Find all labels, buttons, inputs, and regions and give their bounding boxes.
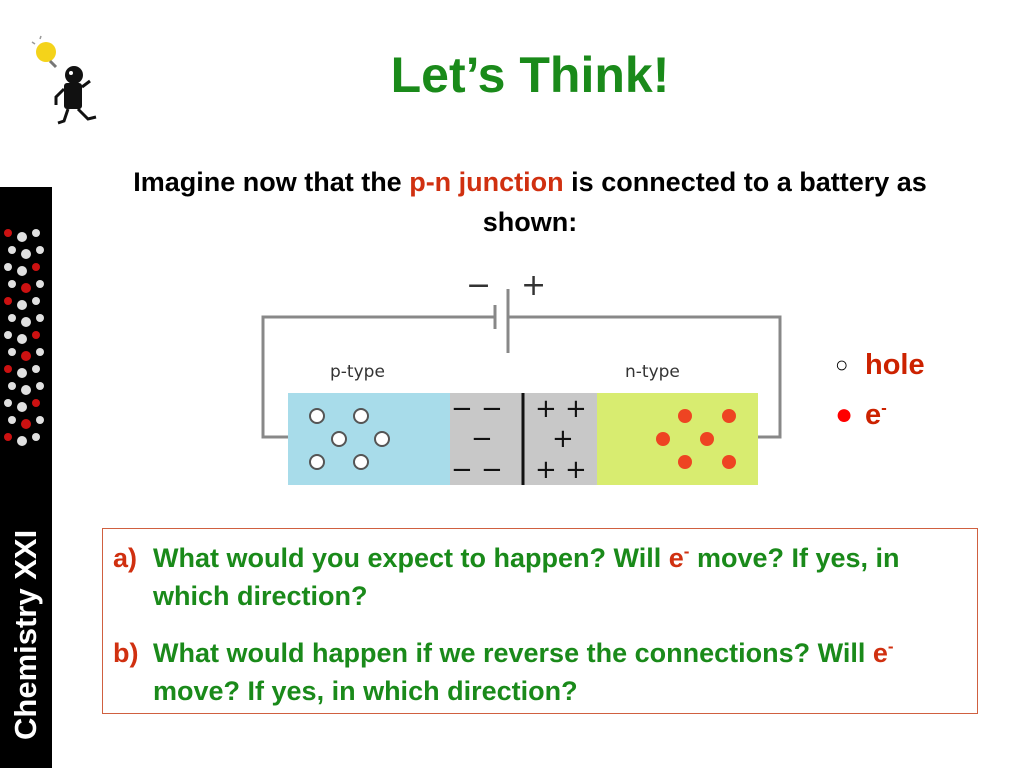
molecule-atom xyxy=(17,368,27,378)
molecule-atom xyxy=(4,229,12,237)
molecule-atom xyxy=(36,280,44,288)
molecule-atom xyxy=(17,402,27,412)
intro-text: Imagine now that the p-n junction is con… xyxy=(100,162,960,242)
molecule-atom xyxy=(21,385,31,395)
molecule-atom xyxy=(32,229,40,237)
electron-marker xyxy=(656,432,670,446)
molecule-atom xyxy=(21,249,31,259)
molecule-atom xyxy=(4,399,12,407)
molecule-atom xyxy=(8,280,16,288)
intro-highlight: p-n junction xyxy=(409,167,564,197)
molecule-atom xyxy=(8,416,16,424)
molecule-atom xyxy=(17,232,27,242)
battery-minus-sign: − xyxy=(466,268,491,303)
electron-legend-icon: ● xyxy=(835,398,854,431)
hole-marker xyxy=(374,431,390,447)
molecule-atom xyxy=(17,266,27,276)
molecule-atom xyxy=(4,331,12,339)
battery-plus-sign: + xyxy=(521,268,546,303)
molecule-atom xyxy=(36,416,44,424)
p-type-label: p-type xyxy=(330,362,385,382)
molecule-atom xyxy=(36,246,44,254)
pn-junction-diagram: − + p-type n-type − − − − − + + + + + xyxy=(261,268,782,485)
question-b: b) What would happen if we reverse the co… xyxy=(113,634,953,710)
question-b-text: What would happen if we reverse the conn… xyxy=(153,637,894,706)
legend: ○ hole ● e- xyxy=(835,340,925,440)
electron-legend-label: e- xyxy=(865,397,887,431)
hole-marker xyxy=(309,408,325,424)
molecule-atom xyxy=(8,246,16,254)
depletion-positive-row-3: + + xyxy=(535,455,587,485)
electron-marker xyxy=(722,455,736,469)
depletion-negative-row-1: − − xyxy=(451,394,503,424)
molecule-atom xyxy=(32,331,40,339)
molecule-atom xyxy=(36,348,44,356)
molecule-atom xyxy=(36,314,44,322)
question-b-label: b) xyxy=(113,638,139,668)
molecule-atom xyxy=(8,382,16,390)
molecule-atom xyxy=(8,314,16,322)
question-a: a) What would you expect to happen? Will … xyxy=(113,539,953,615)
molecule-atom xyxy=(4,433,12,441)
electron-marker xyxy=(678,409,692,423)
molecule-atom xyxy=(21,419,31,429)
molecule-atom xyxy=(32,297,40,305)
molecule-atom xyxy=(36,382,44,390)
molecule-atom xyxy=(21,317,31,327)
molecule-atom xyxy=(4,297,12,305)
hole-marker xyxy=(309,454,325,470)
n-type-label: n-type xyxy=(625,362,680,382)
molecule-atom xyxy=(17,334,27,344)
legend-electron: ● e- xyxy=(835,390,925,440)
molecule-atom xyxy=(32,433,40,441)
hole-marker xyxy=(331,431,347,447)
legend-hole: ○ hole xyxy=(835,340,925,390)
questions-box: a) What would you expect to happen? Will … xyxy=(102,528,978,714)
n-region xyxy=(597,393,758,485)
molecule-atom xyxy=(4,263,12,271)
question-a-text: What would you expect to happen? Will e-… xyxy=(153,542,900,611)
intro-part-2: is connected to a battery as shown: xyxy=(482,167,927,237)
molecule-graphic xyxy=(4,229,44,446)
hole-marker xyxy=(353,454,369,470)
thinking-figure-icon xyxy=(31,35,97,125)
depletion-negative-row-3: − − xyxy=(451,455,503,485)
circuit-wire-left xyxy=(261,315,495,439)
hole-legend-icon: ○ xyxy=(835,352,849,377)
hole-marker xyxy=(353,408,369,424)
molecule-atom xyxy=(21,283,31,293)
circuit-wire-right xyxy=(508,315,782,439)
hole-legend-label: hole xyxy=(865,348,925,381)
depletion-positive-row-2: + xyxy=(552,424,574,454)
molecule-atom xyxy=(21,351,31,361)
molecule-atom xyxy=(8,348,16,356)
electron-marker xyxy=(678,455,692,469)
sidebar-label: Chemistry XXI xyxy=(8,529,43,740)
depletion-positive-row-1: + + xyxy=(535,394,587,424)
molecule-atom xyxy=(32,263,40,271)
molecule-atom xyxy=(32,399,40,407)
p-region xyxy=(288,393,450,485)
question-a-label: a) xyxy=(113,543,138,573)
electron-marker xyxy=(700,432,714,446)
electron-marker xyxy=(722,409,736,423)
page-title: Let’s Think! xyxy=(390,47,670,103)
intro-part-1: Imagine now that the xyxy=(133,167,410,197)
molecule-atom xyxy=(17,436,27,446)
depletion-negative-row-2: − xyxy=(471,424,493,454)
molecule-atom xyxy=(4,365,12,373)
molecule-atom xyxy=(17,300,27,310)
molecule-atom xyxy=(32,365,40,373)
